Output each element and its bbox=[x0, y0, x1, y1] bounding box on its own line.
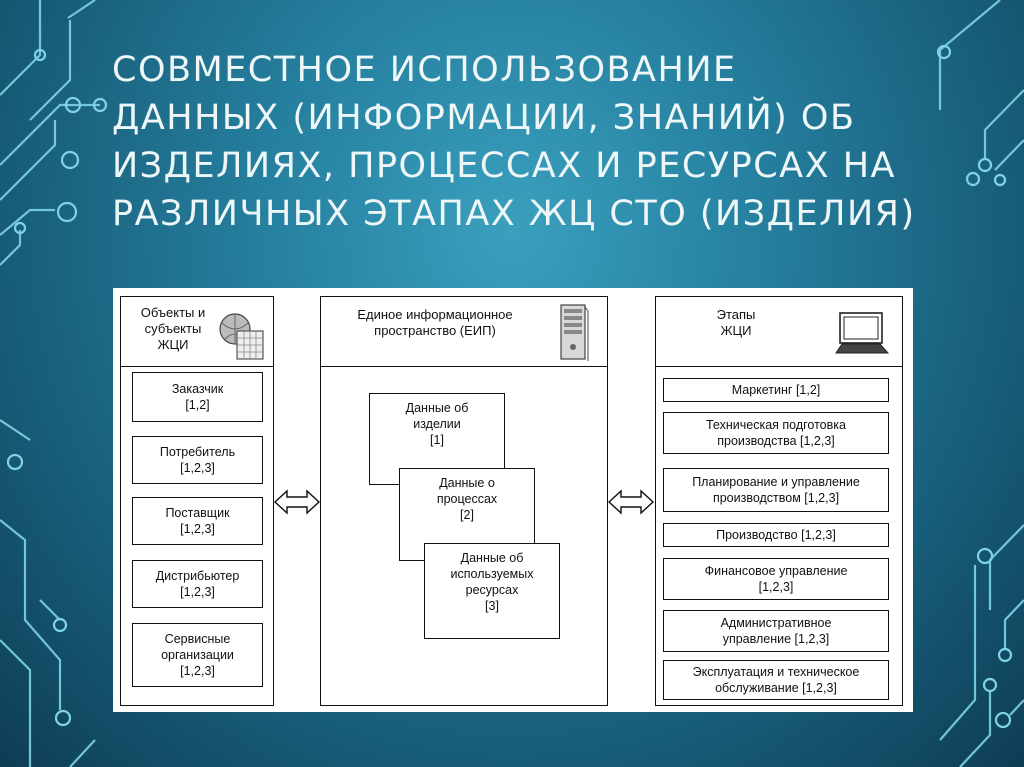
item-text: [1,2,3] bbox=[758, 580, 794, 594]
item-text: Потребитель bbox=[159, 445, 236, 459]
item-text: [1,2] bbox=[185, 398, 210, 412]
right-item: Финансовое управление [1,2,3] bbox=[663, 558, 889, 600]
header-text: ЖЦИ bbox=[720, 323, 752, 338]
item-text: производства [1,2,3] bbox=[717, 434, 835, 448]
item-text: используемых bbox=[450, 567, 534, 581]
double-arrow-icon bbox=[607, 489, 655, 515]
header-divider bbox=[321, 366, 607, 367]
item-text: изделии bbox=[413, 417, 461, 431]
left-item: Заказчик [1,2] bbox=[132, 372, 263, 422]
item-text: Маркетинг [1,2] bbox=[731, 383, 821, 397]
data-resource-box: Данные об используемых ресурсах [3] bbox=[424, 543, 560, 639]
title-line: изделиях, процессах и ресурсах на bbox=[112, 146, 896, 186]
item-text: [1,2,3] bbox=[180, 585, 215, 599]
item-text: Данные об bbox=[405, 401, 469, 415]
item-text: Данные об bbox=[460, 551, 524, 565]
right-item: Планирование и управление производством … bbox=[663, 468, 889, 512]
item-text: Эксплуатация и техническое bbox=[692, 665, 860, 679]
left-column-header: Объекты и субъекты ЖЦИ bbox=[127, 305, 219, 353]
header-text: Этапы bbox=[716, 307, 756, 322]
left-item: Сервисные организации [1,2,3] bbox=[132, 623, 263, 687]
laptop-icon bbox=[835, 312, 890, 354]
right-item: Административное управление [1,2,3] bbox=[663, 610, 889, 652]
item-text: Административное bbox=[720, 616, 832, 630]
item-text: управление [1,2,3] bbox=[722, 632, 830, 646]
item-text: Поставщик bbox=[165, 506, 230, 520]
item-text: [2] bbox=[460, 508, 474, 522]
center-column-header: Единое информационное пространство (ЕИП) bbox=[329, 307, 541, 339]
right-item: Маркетинг [1,2] bbox=[663, 378, 889, 402]
globe-calendar-icon bbox=[219, 313, 264, 360]
item-text: Заказчик bbox=[171, 382, 224, 396]
item-text: [1,2,3] bbox=[180, 461, 215, 475]
item-text: ресурсах bbox=[465, 583, 519, 597]
title-line: различных этапах ЖЦ СТО (изделия) bbox=[112, 194, 916, 234]
item-text: Финансовое управление bbox=[704, 564, 848, 578]
right-item: Эксплуатация и техническое обслуживание … bbox=[663, 660, 889, 700]
item-text: Данные о bbox=[439, 476, 495, 490]
item-text: Техническая подготовка bbox=[706, 418, 846, 432]
server-icon bbox=[560, 304, 589, 361]
diagram-figure: Объекты и субъекты ЖЦИ Заказчик [1,2] По… bbox=[113, 288, 913, 712]
item-text: организации bbox=[161, 648, 234, 662]
right-item: Производство [1,2,3] bbox=[663, 523, 889, 547]
header-divider bbox=[656, 366, 902, 367]
item-text: [3] bbox=[485, 599, 499, 613]
header-text: пространство (ЕИП) bbox=[374, 323, 496, 338]
item-text: производством [1,2,3] bbox=[712, 491, 840, 505]
right-column-header: Этапы ЖЦИ bbox=[676, 307, 796, 339]
header-text: субъекты bbox=[144, 321, 202, 336]
header-divider bbox=[121, 366, 273, 367]
header-text: ЖЦИ bbox=[157, 337, 189, 352]
double-arrow-icon bbox=[273, 489, 321, 515]
item-text: Планирование и управление bbox=[692, 475, 860, 489]
item-text: Сервисные bbox=[164, 632, 231, 646]
item-text: [1] bbox=[430, 433, 444, 447]
header-text: Единое информационное bbox=[357, 307, 513, 322]
item-text: Производство [1,2,3] bbox=[716, 528, 836, 542]
title-line: Совместное использование bbox=[112, 50, 737, 90]
title-line: данных (информации, знаний) об bbox=[112, 98, 856, 138]
right-item: Техническая подготовка производства [1,2… bbox=[663, 412, 889, 454]
left-item: Дистрибьютер [1,2,3] bbox=[132, 560, 263, 608]
left-item: Поставщик [1,2,3] bbox=[132, 497, 263, 545]
header-text: Объекты и bbox=[140, 305, 206, 320]
slide-title: Совместное использование данных (информа… bbox=[112, 46, 972, 238]
item-text: [1,2,3] bbox=[180, 664, 215, 678]
item-text: процессах bbox=[436, 492, 498, 506]
item-text: [1,2,3] bbox=[180, 522, 215, 536]
item-text: Дистрибьютер bbox=[155, 569, 240, 583]
left-item: Потребитель [1,2,3] bbox=[132, 436, 263, 484]
item-text: обслуживание [1,2,3] bbox=[715, 681, 837, 695]
